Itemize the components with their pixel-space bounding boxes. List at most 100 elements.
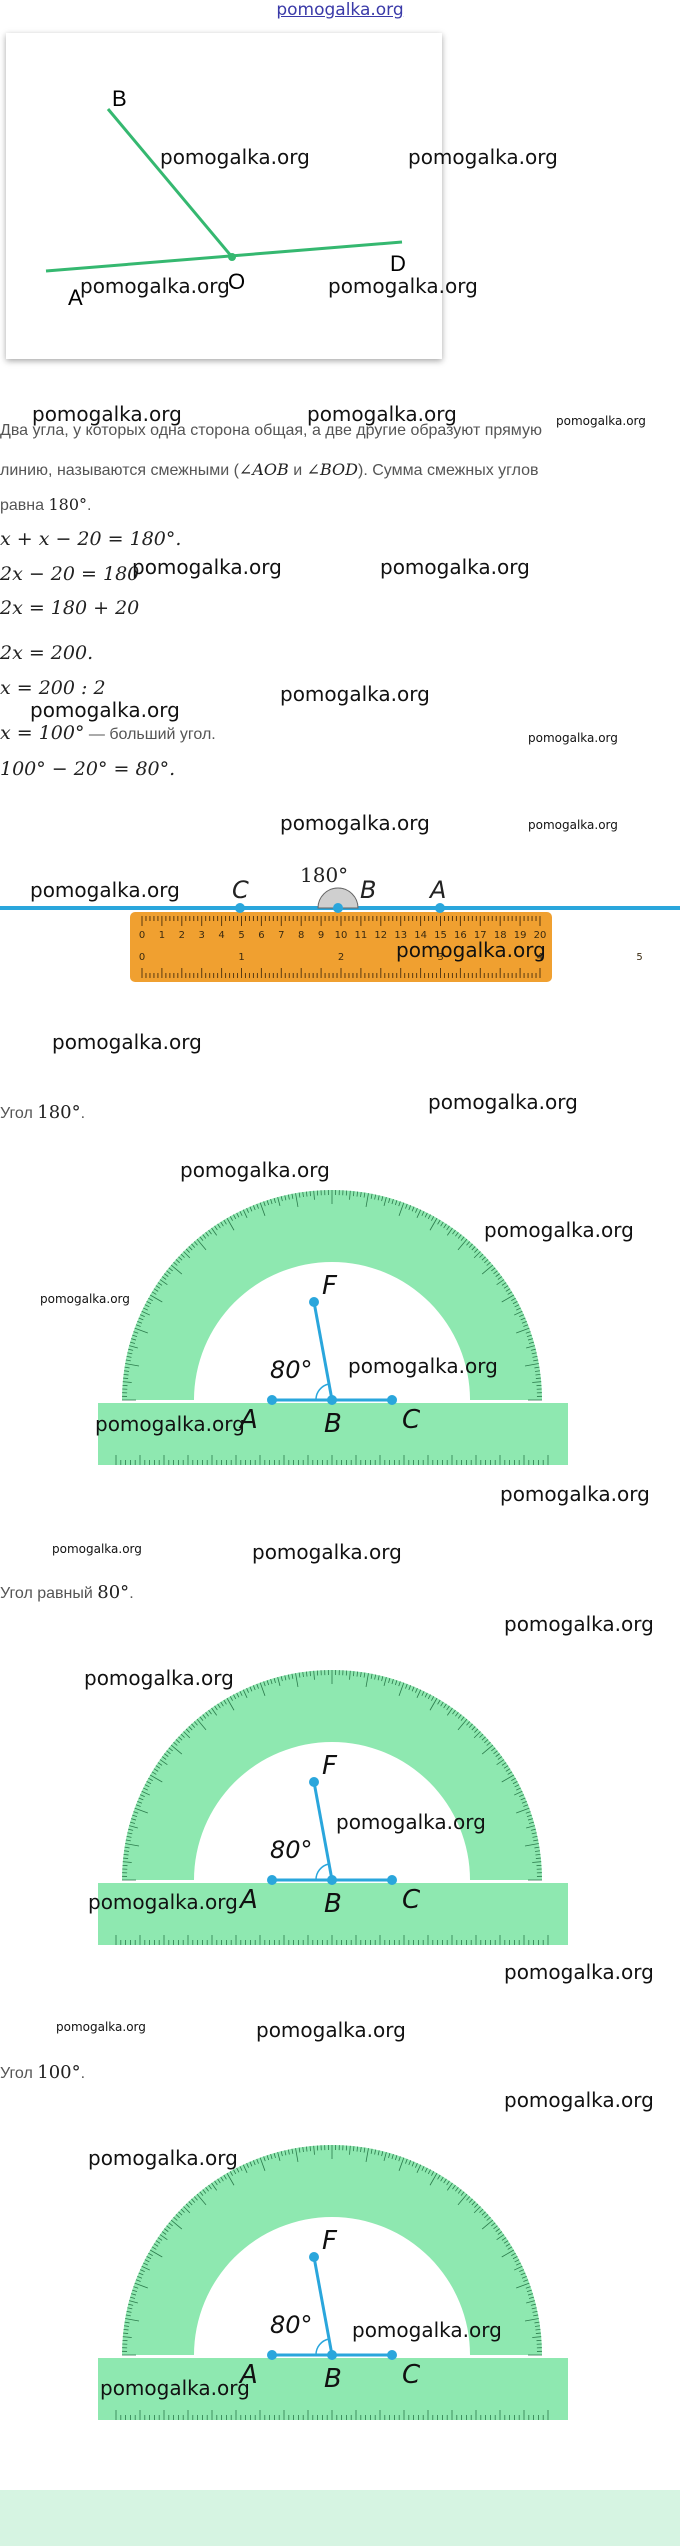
protractor-tick [511,2252,516,2256]
protractor-tick [220,1701,224,1707]
label-F: F [322,2226,338,2256]
protractor-tick [270,1679,273,1685]
protractor-tick [507,1771,513,1775]
protractor-tick [383,1677,387,1686]
protractor-tick [173,1261,178,1266]
protractor-tick [501,2237,507,2241]
protractor-tick [391,1199,394,1205]
protractor-tick [123,2332,129,2334]
protractor-tick [534,1846,540,1849]
bottom-band [0,2490,680,2546]
label-O: O [228,269,245,294]
protractor-tick [415,1687,418,1693]
caption-text: . [80,2065,86,2082]
protractor-tick [252,1685,256,1691]
protractor-tick [388,2153,391,2159]
point-B [327,1395,337,1405]
protractor-tick [133,1331,139,1334]
protractor-tick [246,2162,249,2168]
equation-6: x = 100° — больший угол. [0,722,216,744]
caption-value: 100° [37,2062,81,2083]
protractor-tick [164,2228,169,2232]
protractor-tick [246,1207,249,1213]
protractor-tick [501,1282,507,1286]
protractor-tick [295,1673,299,1688]
protractor-tick [514,1784,520,1788]
protractor-tick [220,1221,224,1227]
protractor-tick [144,1304,150,1308]
protractor-tick [532,2310,538,2313]
protractor-tick [205,1232,209,1237]
protractor-tick [473,2206,481,2214]
protractor-tick [123,1854,129,1856]
ruler-tick-label: 11 [355,930,368,941]
protractor-tick [527,1338,533,1341]
label-F: F [322,1271,338,1301]
ruler-tick-label: 18 [494,930,507,941]
protractor-tick [481,1264,494,1275]
protractor-tick [191,1243,196,1248]
point-C [387,1395,397,1405]
ruler-tick-label: 4 [218,930,224,941]
line-AD [45,240,403,273]
angle-80-label: 80° [270,2311,313,2339]
site-link[interactable]: pomogalka.org [276,0,404,20]
protractor-tick [535,2332,541,2334]
protractor-tick [535,1854,541,1856]
watermark: pomogalka.org [52,1030,202,1054]
protractor-tick [133,2286,139,2289]
protractor-tick [270,2154,273,2160]
watermark: pomogalka.org [88,1890,238,1914]
protractor-tick [130,1821,136,1824]
angle-80-label: 80° [270,1356,313,1384]
label-A: A [238,2360,258,2390]
label-A: A [238,1405,258,1435]
protractor-tick [534,1370,541,1372]
protractor-tick [127,2307,133,2310]
protractor-tick [457,1718,468,1731]
ruler-bottom-tick-label: 1 [238,952,244,963]
protractor-tick [523,2279,529,2282]
protractor-tick [208,1229,212,1235]
protractor-tick [520,1317,526,1321]
protractor-tick [440,2176,444,2182]
protractor-tick [178,2211,183,2216]
point-F [309,1297,319,1307]
protractor-tick [295,2148,299,2163]
watermark: pomogalka.org [132,555,282,579]
protractor-tick [214,1705,218,1711]
ruler-tick-label: 19 [514,930,527,941]
ruler-tick-label: 2 [179,930,185,941]
protractor-tick [138,2272,144,2276]
protractor-tick [134,1807,148,1814]
protractor-tick [516,1807,530,1814]
protractor-tick [527,1818,533,1821]
protractor-tick [226,1217,235,1231]
protractor-tick [127,1832,133,1835]
watermark: pomogalka.org [52,1542,142,1556]
protractor-tick [126,1355,132,1358]
protractor-tick [277,1197,281,1206]
protractor-tick [468,1243,473,1248]
watermark: pomogalka.org [348,1354,498,1378]
protractor-tick [525,2286,531,2289]
watermark: pomogalka.org [95,1412,245,1436]
protractor-tick [531,1832,537,1835]
protractor-tick [411,2161,415,2167]
protractor-tick [146,2256,152,2260]
protractor-tick [535,2329,541,2331]
protractor-tick [236,1692,240,1698]
protractor-tick [129,2300,138,2304]
protractor-tick [405,1203,408,1209]
label-B: B [324,1409,342,1439]
protractor-tick [151,1771,157,1775]
protractor-tick [134,1327,148,1334]
protractor-tick [353,2146,355,2152]
protractor-tick [226,1697,235,1711]
protractor-tick [495,1753,500,1757]
protractor-tick [440,1221,444,1227]
protractor-tick [252,2160,256,2166]
larger-angle-value: x = 100° [0,722,85,744]
protractor-tick [496,1279,505,1286]
protractor-tick [135,2279,141,2282]
